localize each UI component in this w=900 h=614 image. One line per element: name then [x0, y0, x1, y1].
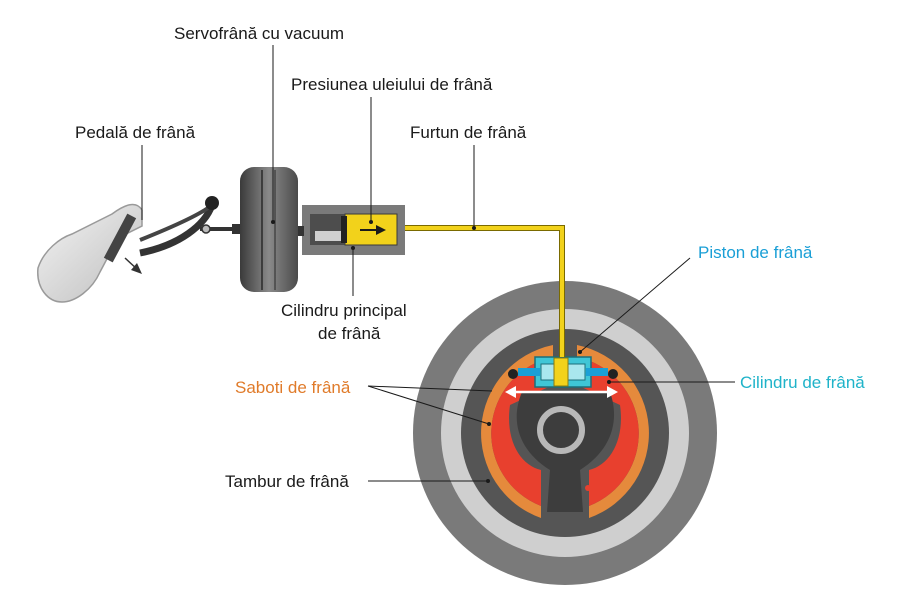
brake-shoe-right [577, 357, 639, 506]
label-brake-drum: Tambur de frână [225, 472, 349, 491]
shoe-pin-right [608, 369, 618, 379]
shoe-pivot-left [532, 485, 538, 491]
brake-shoe-lining-left [481, 345, 553, 518]
shoe-pivot-right [585, 485, 591, 491]
label-brake-hose: Furtun de frână [410, 123, 527, 142]
label-brake-pedal: Pedală de frână [75, 123, 196, 142]
label-wheel-cylinder: Cilindru de frână [740, 373, 865, 392]
brake-shoe-lining-right [577, 345, 649, 518]
fluid-direction-arrow-icon [376, 225, 386, 235]
axle-hub [537, 406, 585, 454]
shoe-icon [37, 203, 143, 303]
pedal-linkage [139, 196, 240, 257]
vacuum-booster [232, 167, 304, 292]
pedal-push-arrow-icon [131, 263, 142, 274]
wheel-cylinder-fluid [553, 357, 569, 387]
label-master-cylinder-line1: Cilindru principal [281, 301, 407, 320]
wheel-piston-right [586, 368, 608, 376]
brake-drum-assembly [413, 281, 717, 585]
label-fluid-pressure: Presiunea uleiului de frână [291, 75, 493, 94]
label-master-cylinder-line2: de frână [318, 324, 381, 343]
leader-lines [141, 45, 735, 483]
label-vacuum-booster: Servofrână cu vacuum [174, 24, 344, 43]
wheel-piston-left [518, 368, 540, 376]
shoe-pin-left [508, 369, 518, 379]
brake-pedal [103, 213, 142, 274]
master-cylinder [302, 205, 405, 255]
brake-shoe-left [491, 357, 553, 506]
label-brake-piston: Piston de frână [698, 243, 813, 262]
brake-hose-line [395, 225, 565, 357]
direction-arrow-icon [505, 386, 618, 398]
label-brake-shoes: Saboti de frână [235, 378, 351, 397]
